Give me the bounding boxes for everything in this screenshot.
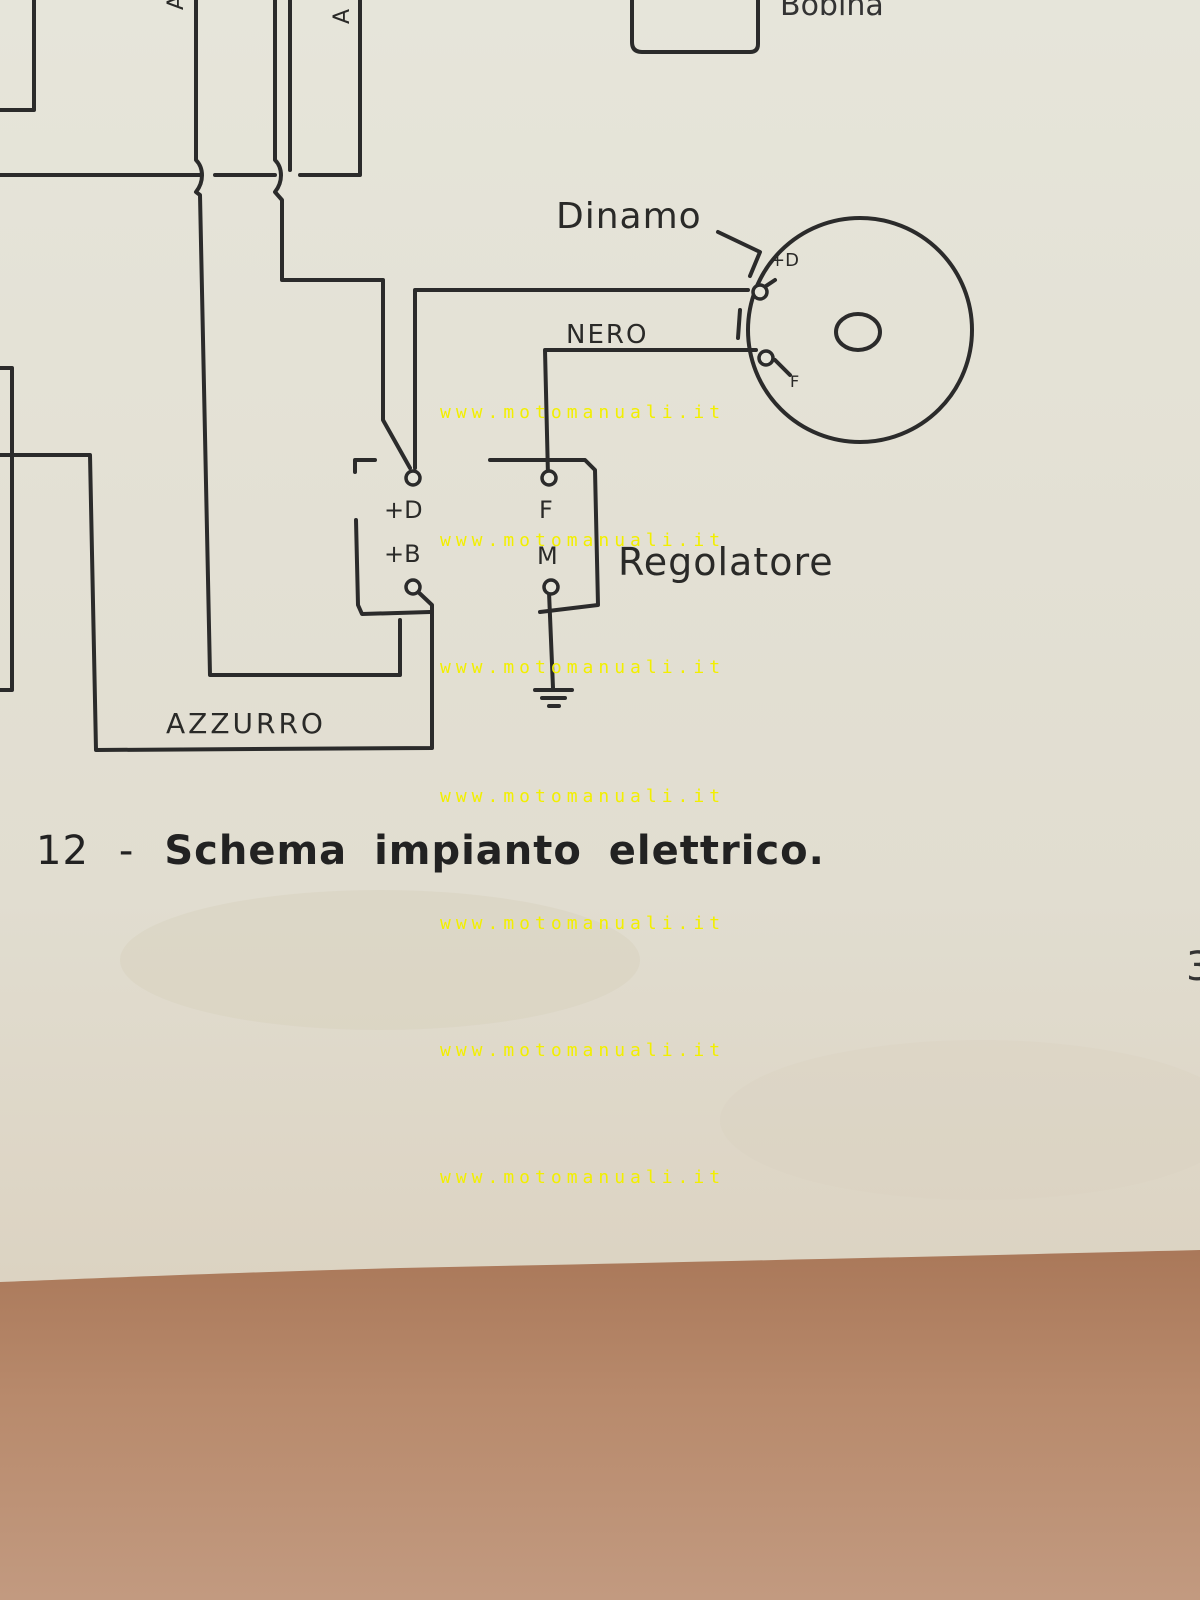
wire-nero: [543, 348, 758, 478]
dinamo-terminal-d-label: +D: [770, 250, 799, 271]
dinamo-inner-mark: [736, 308, 742, 340]
regolatore-terminal-plus-d-label: +D: [384, 496, 423, 524]
caption-separator: -: [118, 828, 135, 874]
figure-number: 12: [36, 828, 89, 874]
wire-ground: [547, 590, 555, 690]
bobina-label: Bobina: [780, 0, 884, 23]
wire-label-azzurro: AZZURRO: [166, 707, 326, 740]
dinamo-brush-lower: [773, 358, 792, 377]
watermark: www.motomanuali.it: [440, 1167, 726, 1188]
dinamo-terminal-f-label: F: [790, 372, 800, 391]
wire-upper-horizontal: [0, 0, 362, 177]
watermark: www.motomanuali.it: [440, 530, 726, 551]
wire-long-left: [194, 0, 402, 677]
wire-to-dinamo: [273, 0, 750, 470]
regolatore-terminal-f-label: F: [539, 496, 553, 524]
dinamo-terminal-d: [751, 283, 769, 301]
regolatore-box: [353, 458, 600, 616]
watermark: www.motomanuali.it: [440, 1040, 726, 1061]
paper-stain: [720, 1040, 1200, 1200]
terminal-m: [542, 578, 560, 596]
component-box-left-top: [0, 0, 36, 112]
watermark: www.motomanuali.it: [440, 913, 726, 934]
page-number-partial: 3: [1186, 944, 1200, 990]
ground-symbol: [533, 688, 574, 708]
terminal-f: [540, 469, 558, 487]
watermark: www.motomanuali.it: [440, 402, 726, 423]
component-box-left-bottom: [0, 366, 14, 692]
figure-caption: 12-Schema impianto elettrico.: [36, 828, 825, 874]
regolatore-label: Regolatore: [618, 540, 834, 584]
wire-label-nero: NERO: [566, 320, 649, 350]
terminal-plus-b: [404, 578, 422, 596]
regolatore-terminal-plus-b-label: +B: [384, 540, 421, 568]
wire-label-a-left: A: [164, 0, 189, 10]
paper-sheet: [0, 0, 1200, 1282]
dinamo-label: Dinamo: [556, 196, 702, 237]
watermark: www.motomanuali.it: [440, 657, 726, 678]
wire-label-a-right: A: [330, 8, 355, 24]
dinamo-terminal-f: [757, 349, 775, 367]
watermark: www.motomanuali.it: [440, 786, 726, 807]
wire-azzurro: [0, 453, 434, 752]
dinamo-leader: [716, 230, 762, 278]
regolatore-terminal-m-label: M: [537, 542, 558, 570]
paper-stain: [120, 890, 640, 1030]
dinamo-rotor: [834, 312, 882, 352]
figure-title: Schema impianto elettrico.: [164, 828, 825, 874]
bobina-box: [630, 0, 760, 54]
dinamo-symbol: [746, 216, 974, 444]
terminal-plus-d: [404, 469, 422, 487]
